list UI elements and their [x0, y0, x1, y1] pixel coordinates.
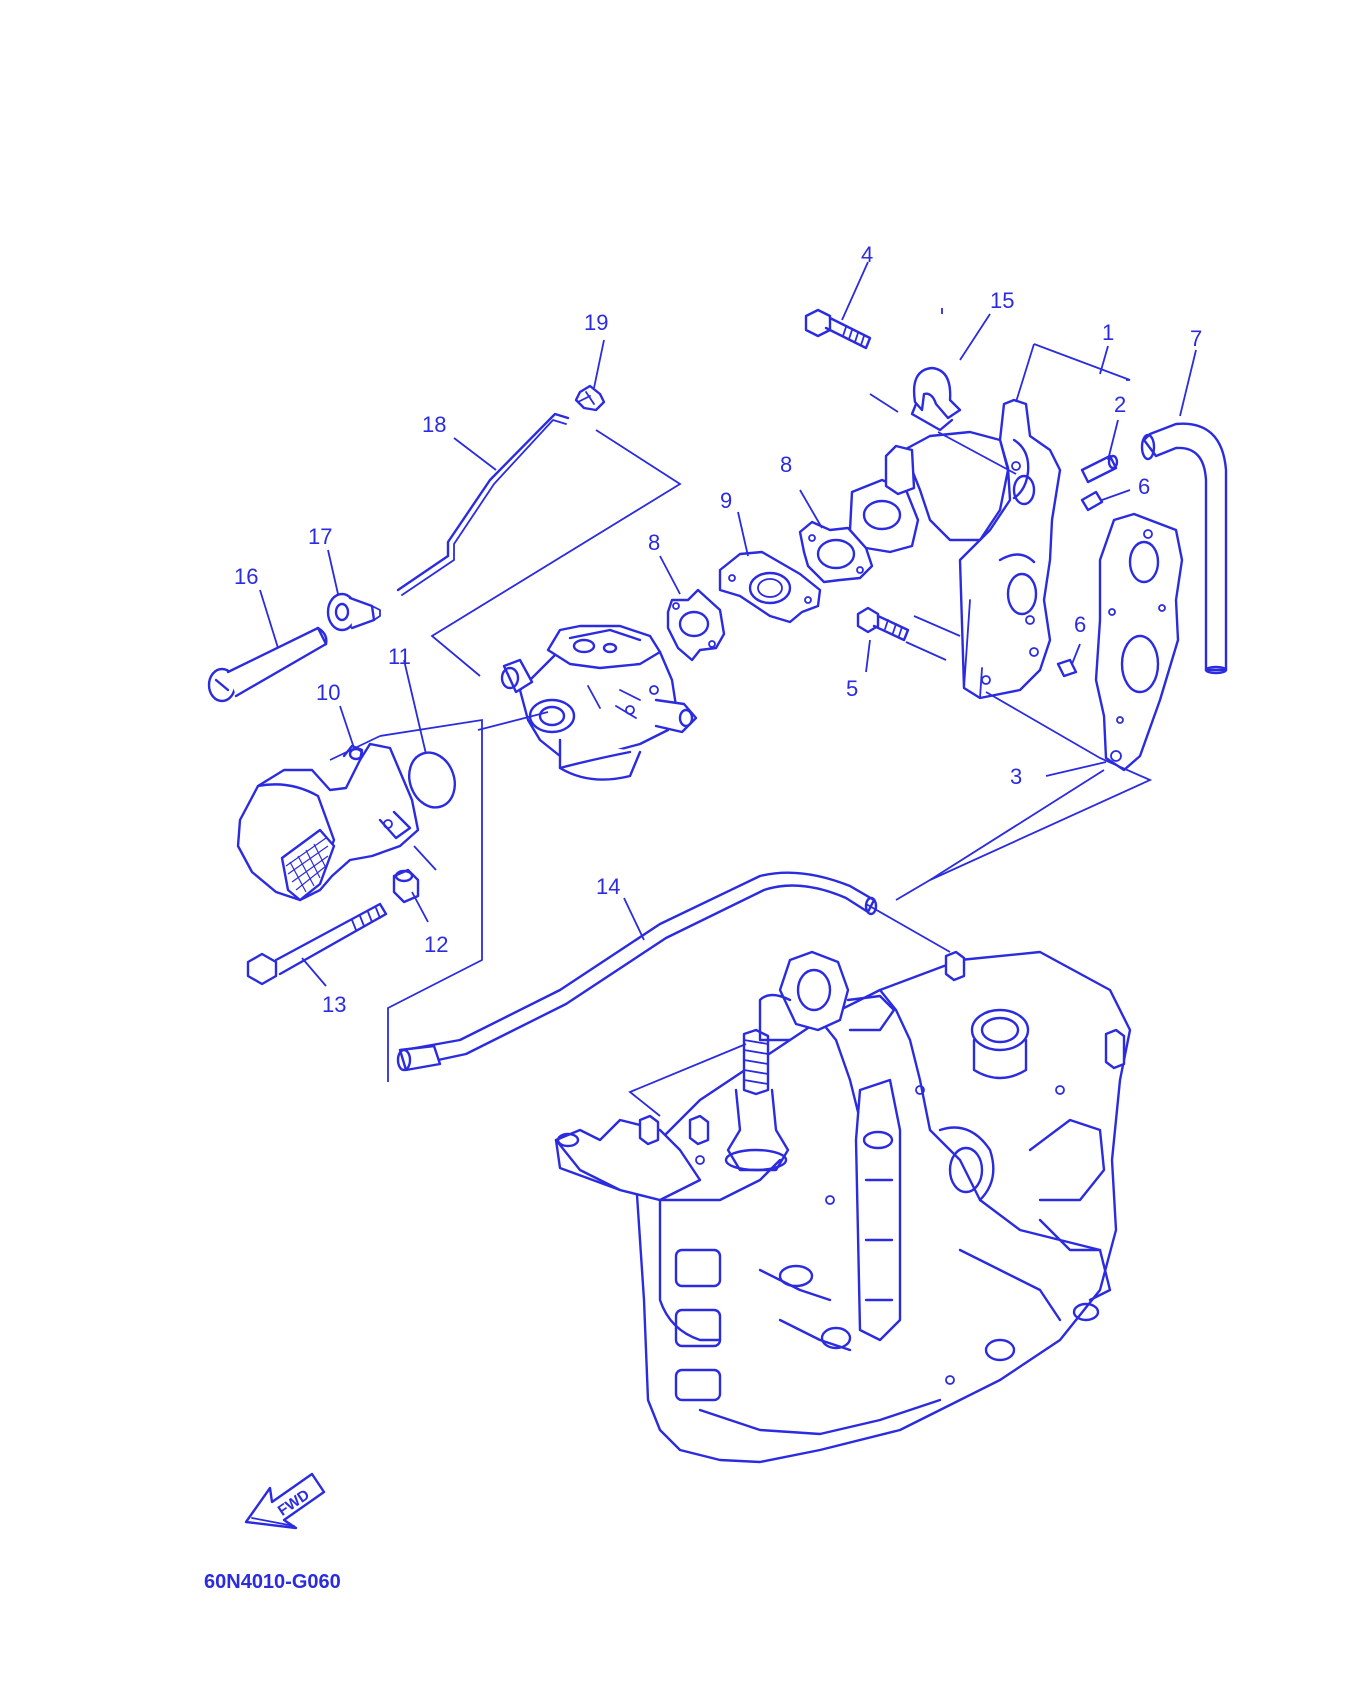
- callout-11: 11: [388, 644, 411, 669]
- callout-10: 10: [316, 680, 340, 705]
- part-11-o-ring: [408, 751, 456, 809]
- callout-2: 2: [1114, 392, 1126, 417]
- part-3-gasket: [1094, 512, 1184, 772]
- part-14-hose: [396, 871, 878, 1072]
- part-19-clip: [574, 384, 606, 412]
- part-6-pin-lower: [1056, 658, 1078, 678]
- callout-12: 12: [424, 932, 448, 957]
- callout-8-right: 8: [780, 452, 792, 477]
- part-13-bolt: [246, 902, 388, 986]
- part-8-gasket-left: [666, 588, 726, 662]
- part-1-intake-manifold: [848, 398, 1062, 700]
- part-12-collar: [392, 868, 420, 904]
- part-9-spacer: [718, 550, 822, 624]
- callout-numbers: 4 15 1 7 2 6 6 8 9 8 5 3 19 18 17 16 11 …: [234, 242, 1202, 1017]
- part-7-hose: [1140, 422, 1228, 675]
- callout-3: 3: [1010, 764, 1022, 789]
- part-15-clamp: [910, 366, 962, 432]
- part-16-pin: [207, 626, 328, 703]
- callout-1: 1: [1102, 320, 1114, 345]
- callout-6-upper: 6: [1138, 474, 1150, 499]
- part-2-dowel-pin: [1080, 454, 1119, 484]
- callout-14: 14: [596, 874, 620, 899]
- callout-19: 19: [584, 310, 608, 335]
- part-17-collar: [326, 592, 381, 632]
- leader-lines: [259, 261, 1197, 1117]
- callout-5: 5: [846, 676, 858, 701]
- callout-17: 17: [308, 524, 332, 549]
- callout-13: 13: [322, 992, 346, 1017]
- part-4-bolt: [804, 308, 872, 350]
- callout-18: 18: [422, 412, 446, 437]
- part-6-pin-upper: [1080, 490, 1104, 512]
- part-10-silencer: [236, 742, 420, 902]
- callout-16: 16: [234, 564, 258, 589]
- engine-powerhead: [554, 950, 1132, 1464]
- fwd-arrow: FWD: [244, 1472, 326, 1530]
- diagram-code: 60N4010-G060: [204, 1571, 341, 1593]
- callout-4: 4: [861, 242, 873, 267]
- callout-7: 7: [1190, 326, 1202, 351]
- part-5-bolt: [856, 606, 910, 642]
- callout-15: 15: [990, 288, 1014, 313]
- callout-6-lower: 6: [1074, 612, 1086, 637]
- carburetor: [500, 624, 698, 781]
- part-8-gasket-right: [798, 520, 874, 584]
- callout-9: 9: [720, 488, 732, 513]
- callout-8-left: 8: [648, 530, 660, 555]
- part-18-rod: [396, 412, 570, 596]
